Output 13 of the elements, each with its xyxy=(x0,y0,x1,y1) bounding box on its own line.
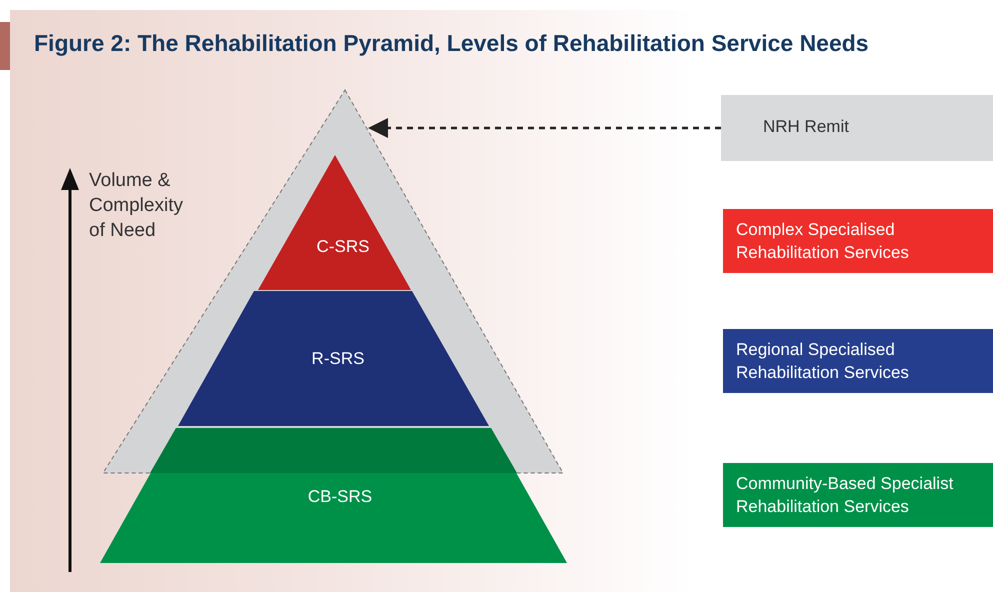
pyramid-tier xyxy=(178,291,489,426)
dashed-arrow xyxy=(368,118,721,138)
legend-label: Complex Specialised Rehabilitation Services xyxy=(736,219,910,264)
remit-box xyxy=(721,95,993,161)
legend-label: Community-Based Specialist Rehabilitation Services xyxy=(736,473,954,518)
pyramid-tier xyxy=(100,428,567,563)
figure-title: Figure 2: The Rehabilitation Pyramid, Levels of Rehabilitation Service Needs xyxy=(34,30,869,57)
legend-label: Regional Specialised Rehabilitation Services xyxy=(736,339,910,384)
tier-label: R-SRS xyxy=(312,349,364,369)
box-label: NRH Remit xyxy=(763,117,849,137)
tier-label: CB-SRS xyxy=(308,487,372,507)
axis-label: Volume & Complexity of Need xyxy=(89,169,184,243)
tier-label: C-SRS xyxy=(316,237,370,257)
